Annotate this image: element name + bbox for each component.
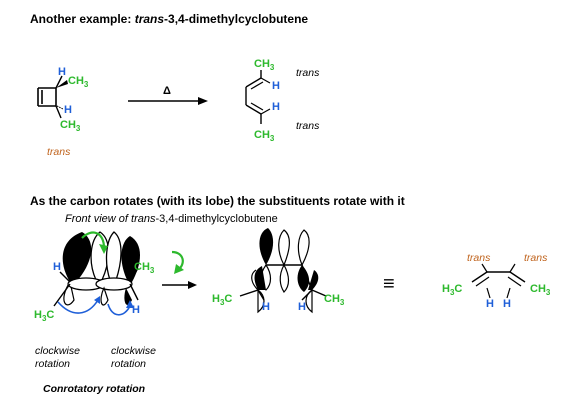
h-label: H bbox=[132, 304, 140, 316]
trans-label: trans bbox=[47, 146, 71, 158]
clockwise-label: clockwise bbox=[111, 345, 156, 357]
ch3-label: CH3 bbox=[530, 283, 551, 297]
ch3-label: CH3 bbox=[254, 129, 275, 143]
subtitle-2: Front view of trans-3,4-dimethylcyclobut… bbox=[65, 213, 278, 225]
title-2: As the carbon rotates (with its lobe) th… bbox=[30, 194, 405, 208]
h3c-label: H3C bbox=[212, 293, 232, 307]
ch3-label: CH3 bbox=[324, 293, 345, 307]
h-label: H bbox=[272, 80, 280, 92]
reaction-arrow bbox=[128, 97, 208, 105]
h-label: H bbox=[64, 104, 72, 116]
orbital-rotated-view bbox=[239, 228, 327, 314]
ch3-label: CH3 bbox=[254, 58, 275, 72]
h3c-label: H3C bbox=[442, 283, 462, 297]
orbital-front-view bbox=[53, 231, 184, 316]
diene-structure-top bbox=[245, 70, 271, 124]
process-arrow bbox=[162, 281, 197, 289]
equivalence-sign: ≡ bbox=[383, 273, 395, 295]
trans-label: trans bbox=[467, 252, 491, 264]
h-label: H bbox=[486, 298, 494, 310]
conrotatory-label: Conrotatory rotation bbox=[43, 383, 145, 395]
h-label: H bbox=[503, 298, 511, 310]
delta-label: Δ bbox=[163, 85, 171, 97]
cyclobutene-structure bbox=[37, 75, 68, 119]
rotation-label: rotation bbox=[35, 358, 70, 370]
clockwise-label: clockwise bbox=[35, 345, 80, 357]
h-label: H bbox=[53, 261, 61, 273]
trans-label: trans bbox=[296, 120, 320, 132]
ch3-label: CH3 bbox=[134, 261, 155, 275]
h-label: H bbox=[58, 66, 66, 78]
ch3-label: CH3 bbox=[68, 75, 89, 89]
title-1: Another example: trans-3,4-dimethylcyclo… bbox=[30, 12, 308, 26]
rotation-label: rotation bbox=[111, 358, 146, 370]
h-label: H bbox=[272, 101, 280, 113]
h-label: H bbox=[298, 301, 306, 313]
ch3-label: CH3 bbox=[60, 119, 81, 133]
trans-label: trans bbox=[524, 252, 548, 264]
trans-label: trans bbox=[296, 67, 320, 79]
h-label: H bbox=[262, 301, 270, 313]
h3c-label: H3C bbox=[34, 309, 54, 323]
diene-structure-bottom bbox=[471, 263, 526, 299]
